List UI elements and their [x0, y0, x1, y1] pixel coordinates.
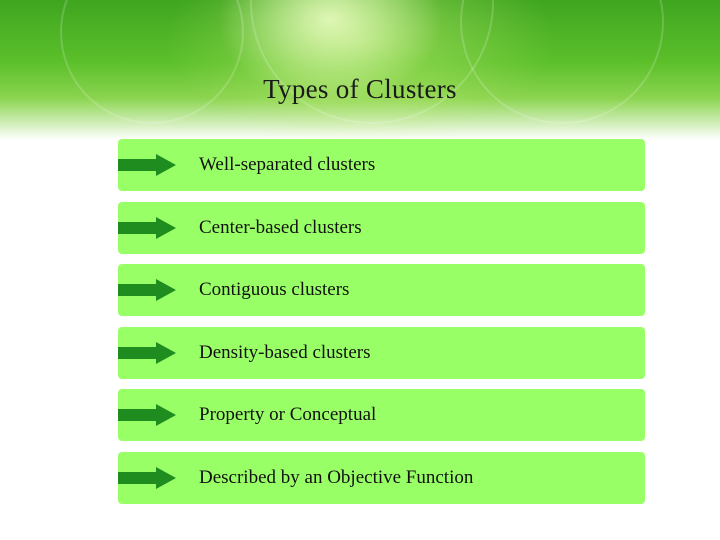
list-item: Well-separated clusters [118, 139, 645, 191]
right-arrow-icon [118, 404, 176, 426]
list-item-label: Described by an Objective Function [199, 466, 474, 488]
list-item: Property or Conceptual [118, 389, 645, 441]
right-arrow-icon [118, 279, 176, 301]
slide-title: Types of Clusters [263, 74, 457, 104]
right-arrow-icon [118, 154, 176, 176]
right-arrow-icon [118, 466, 176, 489]
list-item: Described by an Objective Function [118, 451, 645, 504]
list-item: Density-based clusters [118, 326, 645, 379]
cluster-types-list: Well-separated clusters Center-based clu… [118, 139, 645, 514]
banner-globe-arc [60, 0, 244, 124]
list-item-label: Density-based clusters [199, 341, 371, 363]
right-arrow-icon [118, 341, 176, 364]
list-item-label: Contiguous clusters [199, 279, 350, 300]
list-item-label: Well-separated clusters [199, 154, 376, 175]
list-item-label: Center-based clusters [199, 216, 362, 238]
list-item: Contiguous clusters [118, 264, 645, 316]
list-item-label: Property or Conceptual [199, 404, 377, 425]
banner-globe-arc [250, 0, 494, 124]
banner-globe-arc [460, 0, 664, 124]
header-banner [0, 0, 720, 140]
list-item: Center-based clusters [118, 201, 645, 254]
right-arrow-icon [118, 216, 176, 239]
